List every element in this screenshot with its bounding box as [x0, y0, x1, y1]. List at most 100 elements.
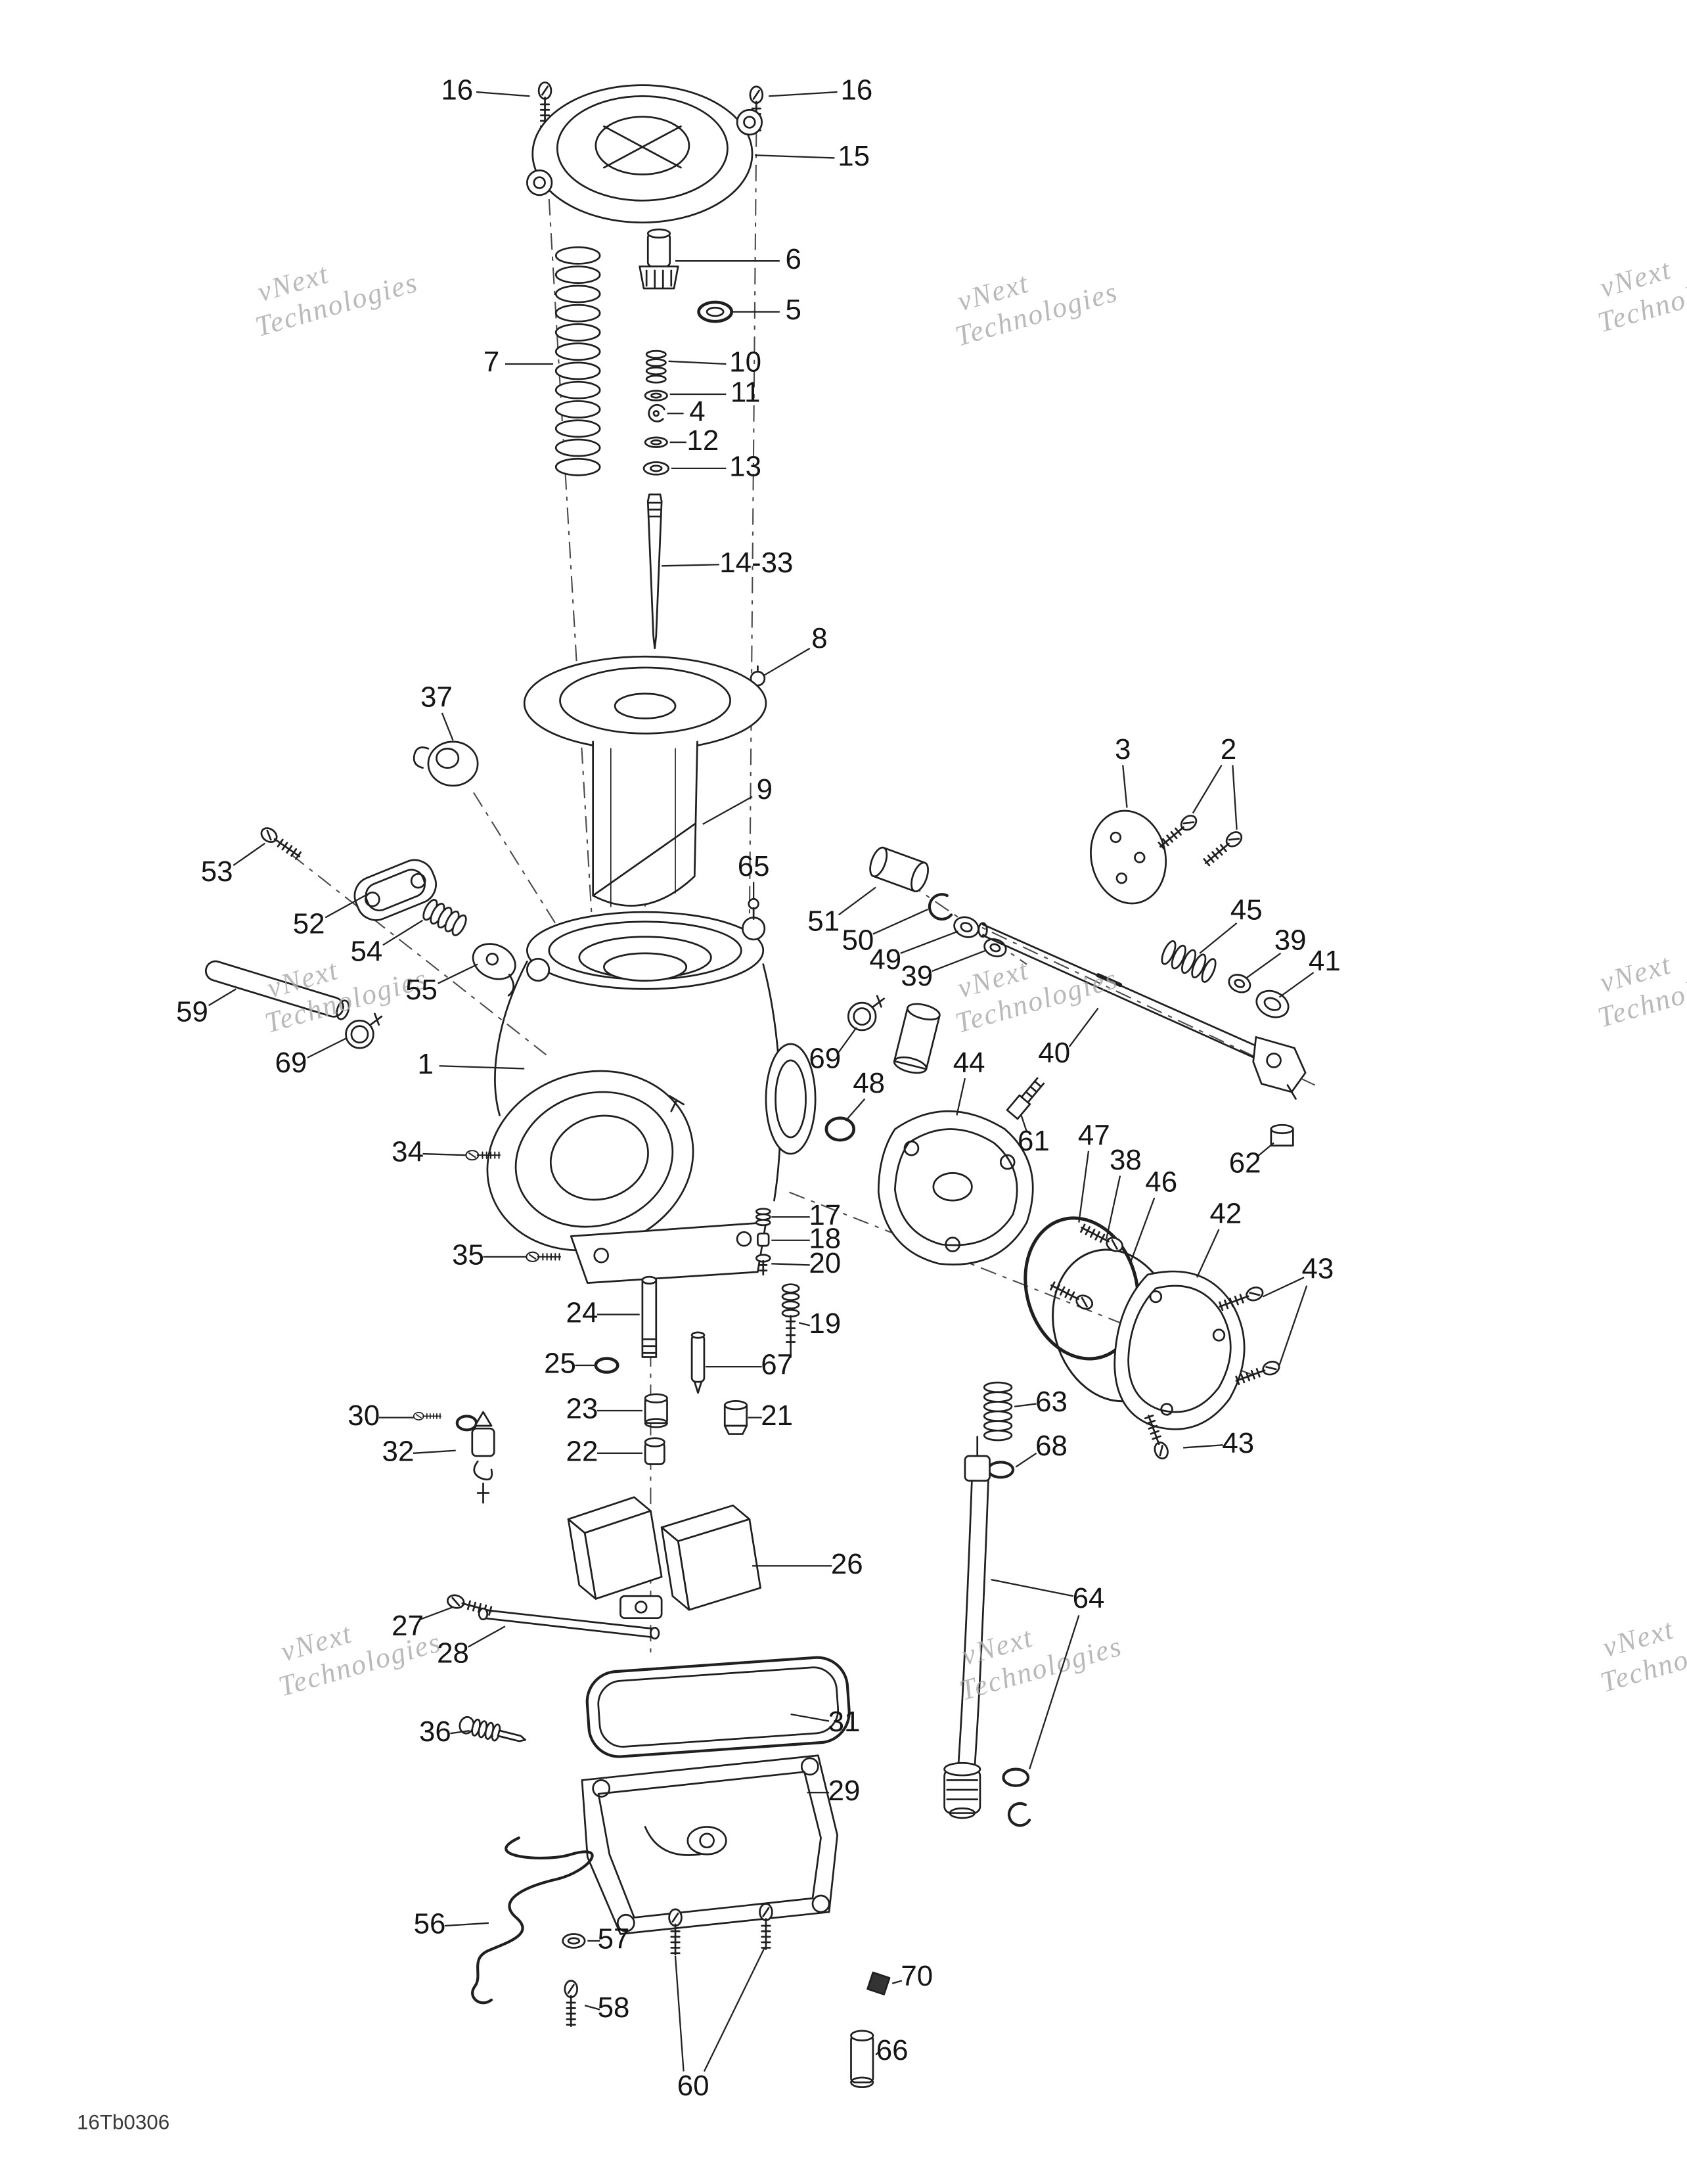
callout-64: 64 [1073, 1582, 1105, 1614]
callout-55: 55 [405, 974, 438, 1006]
callout-7: 7 [484, 346, 499, 378]
washer-11 [644, 390, 668, 401]
callout-16: 16 [840, 74, 872, 106]
callout-1: 1 [418, 1048, 434, 1080]
diagram-code: 16Tb0306 [77, 2110, 169, 2133]
callout-leader-8 [763, 647, 811, 677]
spring-45 [1161, 940, 1217, 983]
washer-39-right [1228, 974, 1251, 993]
clip-4 [648, 403, 665, 422]
callout-3: 3 [1115, 733, 1131, 765]
screw-58 [564, 1980, 578, 2027]
callout-70: 70 [901, 1960, 933, 1992]
callout-49: 49 [869, 944, 901, 976]
callout-51: 51 [807, 905, 840, 937]
callout-40: 40 [1038, 1037, 1070, 1069]
callout-59: 59 [176, 995, 208, 1028]
callout-46: 46 [1145, 1166, 1177, 1198]
callout-leader-43 [1183, 1444, 1223, 1449]
callout-69: 69 [809, 1043, 841, 1075]
callout-leader-53 [233, 842, 265, 867]
jet-needle-14-33 [646, 493, 663, 650]
callout-leader-42 [1196, 1229, 1220, 1278]
callout-leader-70 [891, 1980, 903, 1984]
callout-23: 23 [566, 1393, 598, 1425]
callout-45: 45 [1230, 894, 1263, 926]
callout-43: 43 [1222, 1427, 1254, 1459]
plug-70 [866, 1971, 891, 1995]
inner-cover-44 [877, 1110, 1034, 1265]
callout-39: 39 [901, 960, 933, 992]
callout-68: 68 [1035, 1430, 1068, 1462]
diagram-artwork [204, 81, 1307, 2088]
callout-6: 6 [786, 243, 801, 275]
callout-leader-47 [1078, 1150, 1090, 1223]
pilot-jet-21 [723, 1400, 748, 1435]
o-ring-5 [697, 300, 734, 323]
spring-63 [983, 1381, 1013, 1442]
callout-21: 21 [761, 1399, 793, 1432]
needle-jet-67 [690, 1331, 706, 1394]
carb-body-1 [486, 911, 817, 1284]
o-ring-48 [824, 1116, 855, 1142]
callout-65: 65 [738, 850, 770, 882]
callout-43: 43 [1302, 1252, 1334, 1285]
callout-52: 52 [293, 908, 325, 940]
float-bowl-29 [581, 1754, 838, 1935]
callout-leader-14-33 [662, 564, 719, 567]
callout-69: 69 [275, 1047, 307, 1079]
callout-26: 26 [831, 1548, 863, 1580]
main-jet-holder-24 [641, 1275, 658, 1358]
washer-13 [642, 461, 669, 476]
callout-41: 41 [1309, 945, 1341, 977]
callout-leader-59 [208, 988, 236, 1007]
c-clip-50 [928, 893, 953, 921]
plunger-18 [757, 1232, 770, 1247]
callout-47: 47 [1078, 1120, 1110, 1152]
callout-14-33: 14-33 [719, 547, 793, 579]
jet-23 [644, 1393, 668, 1428]
throttle-cable-64 [943, 1436, 1031, 1827]
callout-32: 32 [382, 1435, 415, 1467]
callout-leader-3 [1122, 765, 1128, 808]
callout-leader-34 [422, 1152, 467, 1156]
callout-leader-60 [703, 1947, 765, 2072]
bolt-61 [1006, 1077, 1045, 1120]
callout-17: 17 [809, 1199, 841, 1231]
callout-18: 18 [809, 1222, 841, 1254]
grommet-37 [413, 740, 479, 787]
ring-68 [987, 1461, 1015, 1479]
callout-10: 10 [729, 346, 761, 378]
plunger-55 [472, 943, 516, 997]
screw-30 [413, 1411, 441, 1421]
callout-leader-20 [771, 1263, 810, 1266]
o-ring-47 [1023, 1216, 1140, 1361]
callout-leader-48 [845, 1098, 866, 1122]
jet-22 [644, 1437, 665, 1465]
fuel-tube-59 [204, 960, 350, 1020]
callout-leader-41 [1278, 972, 1315, 998]
screw-20 [755, 1254, 771, 1276]
callout-leader-15 [755, 154, 835, 159]
callout-leader-10 [668, 360, 727, 365]
screw-2a [1155, 811, 1200, 853]
callout-leader-37 [441, 712, 454, 741]
callout-leader-58 [584, 2005, 600, 2011]
callout-36: 36 [419, 1716, 451, 1748]
callout-28: 28 [437, 1637, 469, 1670]
callout-leader-lines [208, 91, 1315, 2072]
callout-leader-63 [1014, 1403, 1037, 1407]
washer-12 [644, 436, 668, 448]
flange-52 [353, 859, 437, 921]
outer-cover-42 [1113, 1270, 1246, 1430]
callout-leader-54 [382, 919, 424, 946]
callout-12: 12 [686, 424, 719, 457]
callout-66: 66 [876, 2034, 909, 2066]
